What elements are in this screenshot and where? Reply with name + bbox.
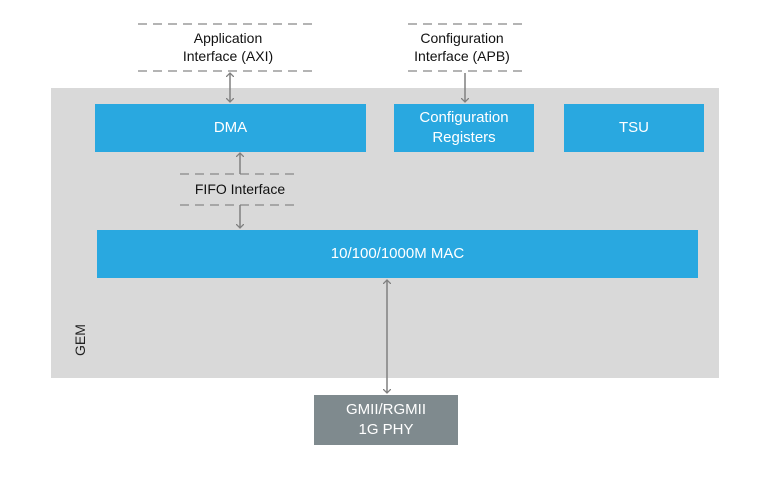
fifo-interface-dashes xyxy=(180,173,296,206)
tsu-block: TSU xyxy=(564,104,704,152)
configuration-interface-label: Configuration Interface (APB) xyxy=(392,29,532,65)
application-interface-line2: Interface (AXI) xyxy=(182,48,274,64)
mac-block: 10/100/1000M MAC xyxy=(97,230,698,278)
tsu-label: TSU xyxy=(619,119,649,136)
config-registers-label-line2: Registers xyxy=(432,129,496,146)
application-interface-line1: Application xyxy=(193,30,263,46)
phy-block: GMII/RGMII 1G PHY xyxy=(314,395,458,445)
dma-label: DMA xyxy=(213,119,248,136)
mac-label: 10/100/1000M MAC xyxy=(330,245,465,262)
config-registers-label-line1: Configuration xyxy=(419,109,509,126)
phy-label-line2: 1G PHY xyxy=(358,421,414,438)
configuration-interface-line1: Configuration xyxy=(420,30,504,46)
phy-label-line1: GMII/RGMII xyxy=(346,401,426,418)
dma-block: DMA xyxy=(95,104,366,152)
configuration-interface-line2: Interface (APB) xyxy=(414,48,510,64)
application-interface-label: Application Interface (AXI) xyxy=(138,29,318,65)
configuration-registers-block: Configuration Registers xyxy=(394,104,534,152)
fifo-interface-text: FIFO Interface xyxy=(194,181,286,197)
application-interface-dashes xyxy=(138,23,316,72)
fifo-interface-label: FIFO Interface xyxy=(170,180,310,198)
configuration-interface-dashes xyxy=(408,23,524,72)
